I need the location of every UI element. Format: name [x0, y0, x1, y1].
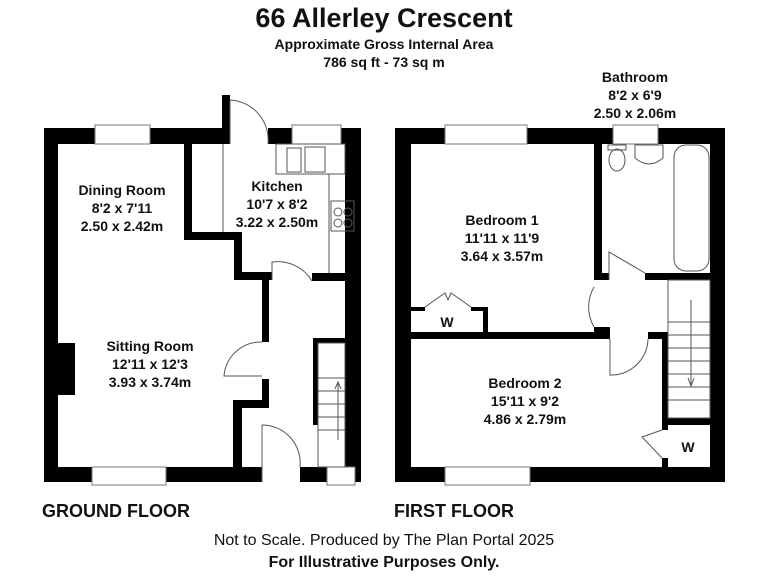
room-imperial: 12'11 x 12'3 — [112, 356, 188, 372]
bathroom-fittings — [607, 144, 710, 272]
kitchen-fittings — [222, 143, 355, 273]
gross-area: 786 sq ft - 73 sq m — [323, 54, 445, 70]
room-label-bedroom-1: Bedroom 1 11'11 x 11'9 3.64 x 3.57m — [461, 211, 544, 265]
ground-floor-walls — [44, 95, 361, 482]
room-name: Bedroom 1 — [465, 212, 539, 228]
room-metric: 3.93 x 3.74m — [108, 374, 192, 390]
room-metric: 3.64 x 3.57m — [460, 248, 544, 264]
first-floor-doors — [424, 251, 663, 459]
room-name: Bathroom — [601, 69, 669, 85]
ground-floor-doors — [223, 99, 313, 482]
room-label-sitting-room: Sitting Room 12'11 x 12'3 3.93 x 3.74m — [106, 337, 193, 391]
basin-icon — [634, 144, 664, 165]
first-stairs — [667, 279, 711, 419]
hob-icon — [330, 200, 355, 232]
wardrobe-label: W — [681, 439, 695, 455]
sink-icon — [304, 146, 326, 173]
room-name: Bedroom 2 — [488, 375, 562, 391]
subtitle: Approximate Gross Internal Area — [274, 36, 494, 52]
room-imperial: 11'11 x 11'9 — [464, 230, 540, 246]
floor-label-ground: GROUND FLOOR — [42, 501, 190, 521]
room-name: Dining Room — [78, 182, 166, 198]
first-floor-walls — [395, 128, 725, 482]
floor-label-first: FIRST FLOOR — [394, 501, 514, 521]
room-imperial: 8'2 x 7'11 — [91, 200, 153, 216]
room-metric: 3.22 x 2.50m — [235, 214, 319, 230]
room-name: Kitchen — [251, 178, 303, 194]
room-label-bathroom: Bathroom 8'2 x 6'9 2.50 x 2.06m — [594, 68, 677, 122]
room-label-bedroom-2: Bedroom 2 15'11 x 9'2 4.86 x 2.79m — [484, 374, 567, 428]
toilet-icon — [608, 148, 626, 172]
chimney-breast — [58, 343, 75, 395]
room-imperial: 15'11 x 9'2 — [490, 393, 560, 409]
first-floor-windows — [444, 124, 659, 486]
disclaimer: Not to Scale. Produced by The Plan Porta… — [213, 532, 555, 549]
ground-stairs — [317, 342, 346, 468]
room-name: Sitting Room — [106, 338, 194, 354]
room-imperial: 8'2 x 6'9 — [608, 87, 662, 103]
room-label-dining-room: Dining Room 8'2 x 7'11 2.50 x 2.42m — [78, 181, 165, 235]
room-label-kitchen: Kitchen 10'7 x 8'2 3.22 x 2.50m — [236, 177, 319, 231]
wardrobe-label: W — [440, 314, 454, 330]
page-title: 66 Allerley Crescent — [255, 3, 513, 33]
drainer — [286, 147, 302, 173]
room-metric: 2.50 x 2.06m — [593, 105, 677, 121]
room-imperial: 10'7 x 8'2 — [246, 196, 308, 212]
room-metric: 4.86 x 2.79m — [483, 411, 567, 427]
bath-icon — [673, 144, 710, 272]
illustrative-note: For Illustrative Purposes Only. — [268, 554, 500, 571]
room-metric: 2.50 x 2.42m — [80, 218, 164, 234]
